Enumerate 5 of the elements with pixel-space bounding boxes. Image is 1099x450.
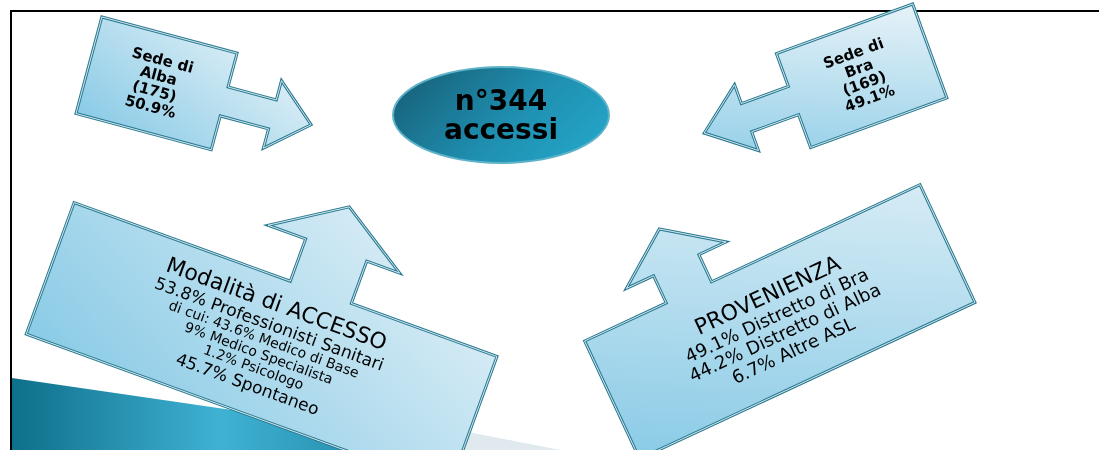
node-text: n°344 accessi xyxy=(443,85,559,145)
node-text: Sede di Alba (175) 50.9% xyxy=(121,43,197,124)
arrow-callout xyxy=(702,1,949,153)
arrow-callout xyxy=(73,14,314,152)
arrow-callout xyxy=(582,182,977,450)
